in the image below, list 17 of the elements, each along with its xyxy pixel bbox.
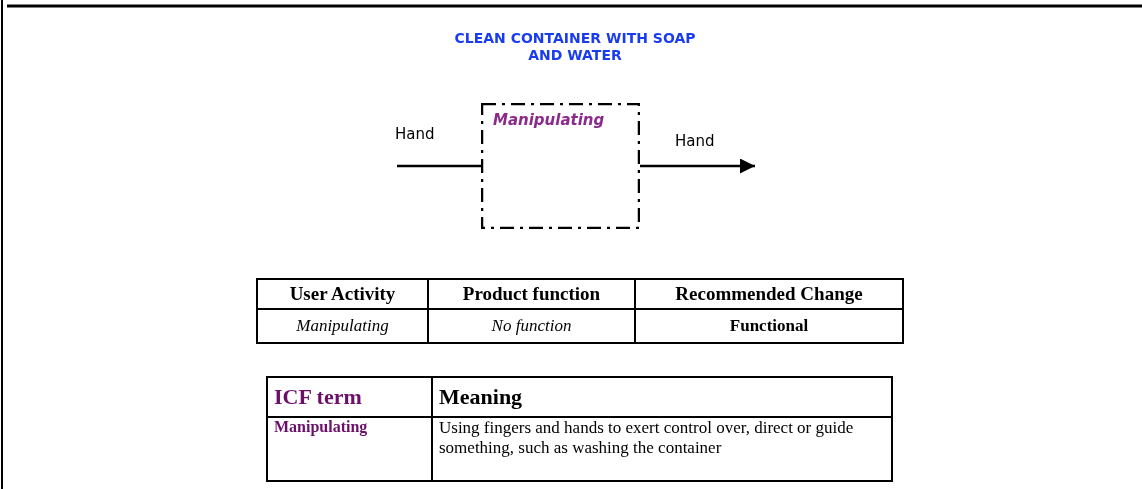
column-header: Meaning: [432, 377, 892, 417]
dash-dot-process-box: [481, 103, 640, 229]
column-header: User Activity: [257, 279, 428, 309]
connector-line: [397, 164, 481, 168]
flow-label: Hand: [675, 132, 715, 150]
box-heading: Manipulating: [493, 111, 605, 129]
arrow: [640, 158, 755, 174]
definition-cell: Using fingers and hands to exert control over, direct or guide something, such as washing the container: [432, 417, 892, 481]
column-header: Product function: [428, 279, 635, 309]
term-cell: Manipulating: [267, 417, 432, 481]
table-cell: Functional: [635, 309, 903, 343]
table-cell: No function: [428, 309, 635, 343]
table-cell: Manipulating: [257, 309, 428, 343]
column-header: ICF term: [267, 377, 432, 417]
diagram-title: CLEAN CONTAINER WITH SOAP AND WATER: [453, 30, 697, 64]
flow-label: Hand: [395, 125, 435, 143]
column-header: Recommended Change: [635, 279, 903, 309]
